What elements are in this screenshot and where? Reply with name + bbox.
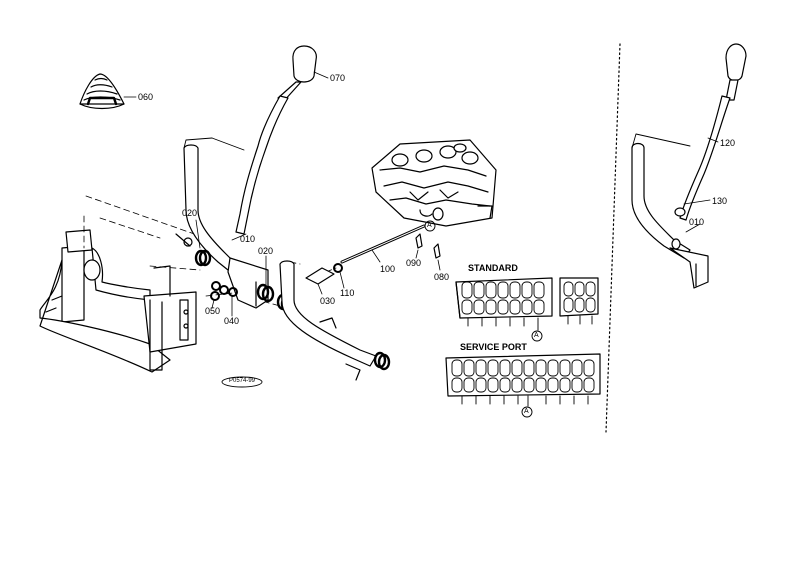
standard-valve-block	[455, 277, 599, 331]
label-part-020-upper: 020	[182, 208, 198, 218]
rod-100	[340, 224, 426, 264]
pin-090-080	[415, 233, 441, 271]
label-part-130: 130	[712, 196, 728, 206]
callout-a-circle-3	[521, 406, 533, 418]
heading-standard: STANDARD	[468, 263, 518, 273]
label-part-070: 070	[330, 73, 346, 83]
label-part-060: 060	[138, 92, 154, 102]
label-part-040: 040	[224, 316, 240, 326]
callout-a-2: A	[534, 332, 539, 339]
control-valve-assembly	[371, 139, 497, 227]
ring-110	[333, 263, 345, 289]
callout-a-circle-1	[424, 220, 436, 232]
spring-lower	[373, 351, 391, 371]
control-lever-070	[235, 45, 329, 235]
label-part-050: 050	[205, 306, 221, 316]
label-part-110: 110	[340, 288, 355, 298]
bent-shaft-lower	[279, 260, 377, 381]
label-part-090: 090	[406, 258, 422, 268]
label-part-100: 100	[380, 264, 396, 274]
label-part-010-right: 010	[689, 217, 705, 227]
callout-a-circle-2	[531, 330, 543, 342]
callout-a-3: A	[524, 408, 529, 415]
rubber-boot-060	[79, 73, 137, 110]
spring-020-upper	[194, 219, 212, 267]
pin-030	[305, 267, 335, 295]
label-part-120: 120	[720, 138, 736, 148]
label-part-080: 080	[434, 272, 450, 282]
drawing-number: P0574-99	[229, 378, 256, 384]
heading-service-port: SERVICE PORT	[460, 342, 527, 352]
right-lever-assembly	[631, 43, 747, 289]
label-part-010: 010	[240, 234, 256, 244]
section-divider	[605, 43, 621, 433]
drawing-number-stamp	[221, 376, 263, 388]
mounting-frame	[39, 229, 197, 373]
label-part-030: 030	[320, 296, 336, 306]
callout-a-1: A	[427, 222, 432, 229]
bent-shaft-010	[175, 137, 269, 309]
label-part-020-middle: 020	[258, 246, 274, 256]
service-port-valve-block	[445, 353, 601, 407]
spring-020-middle	[256, 255, 275, 303]
washers-050-040	[210, 281, 238, 317]
